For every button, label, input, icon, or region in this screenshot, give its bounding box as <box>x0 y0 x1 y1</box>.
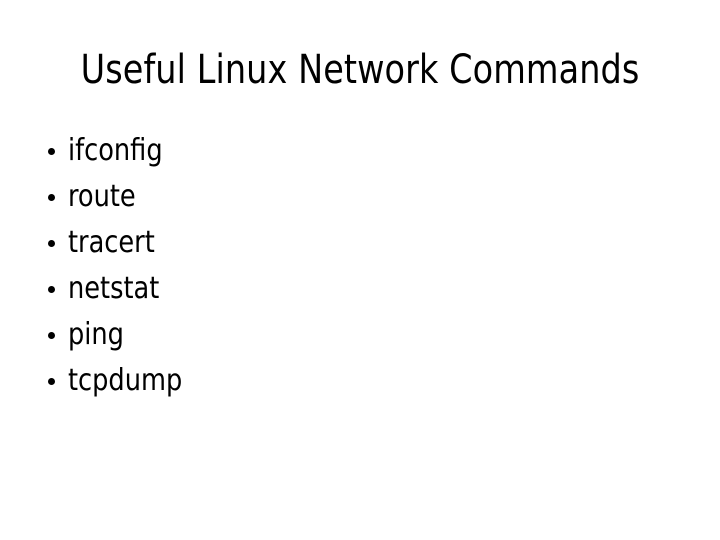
page-title: Useful Linux Network Commands <box>80 47 640 93</box>
list-item: route <box>44 177 664 223</box>
list-item-label: ping <box>68 317 124 352</box>
command-list: ifconfig route tracert netstat ping tcpd… <box>44 131 664 407</box>
list-item: ifconfig <box>44 131 664 177</box>
list-item-label: tracert <box>68 225 155 260</box>
bullet-dot-icon <box>48 240 55 247</box>
list-item: tcpdump <box>44 361 664 407</box>
bullet-dot-icon <box>48 148 55 155</box>
list-item: netstat <box>44 269 664 315</box>
list-item-label: tcpdump <box>68 363 183 398</box>
list-item: tracert <box>44 223 664 269</box>
bullet-dot-icon <box>48 378 55 385</box>
bullet-dot-icon <box>48 286 55 293</box>
bullet-dot-icon <box>48 332 55 339</box>
list-item-label: route <box>68 179 136 214</box>
list-item-label: ifconfig <box>68 133 163 168</box>
list-item-label: netstat <box>68 271 160 306</box>
bullet-dot-icon <box>48 194 55 201</box>
list-item: ping <box>44 315 664 361</box>
